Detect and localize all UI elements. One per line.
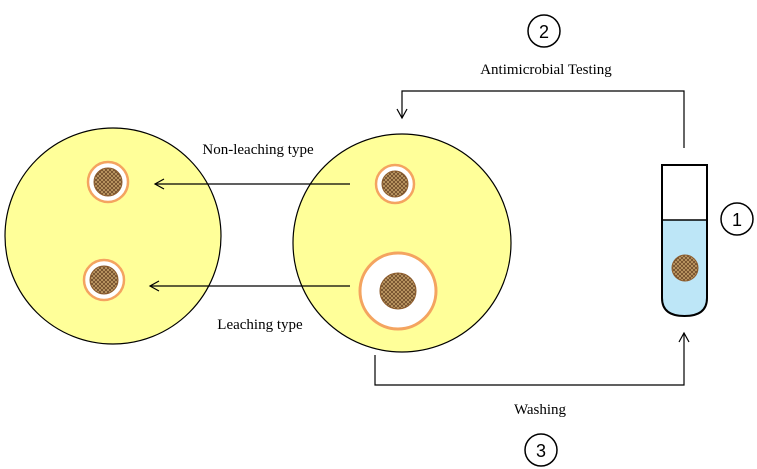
mesh-sample-icon — [93, 167, 123, 197]
label-washing: Washing — [514, 402, 567, 418]
test-tube-icon — [661, 164, 708, 318]
petri-dish-icon — [292, 133, 512, 353]
tube-outline — [661, 164, 708, 318]
sample-leaching-right — [358, 251, 438, 331]
mesh-sample-icon — [381, 170, 409, 198]
arrow-washing — [374, 331, 690, 386]
label-antimicrobial-testing: Antimicrobial Testing — [480, 62, 612, 78]
sample-non-leaching-right — [374, 163, 416, 205]
step-1-marker: 1 — [720, 202, 754, 236]
label-leaching: Leaching type — [217, 317, 303, 333]
sample-leaching-left — [82, 258, 126, 302]
step-1-number: 1 — [732, 210, 742, 230]
petri-dish-right — [292, 133, 512, 353]
step-3-number: 3 — [536, 441, 546, 461]
petri-dish-left — [4, 127, 222, 345]
mesh-sample-icon — [379, 272, 417, 310]
label-non-leaching: Non-leaching type — [202, 142, 314, 158]
step-2-number: 2 — [539, 22, 549, 42]
sample-non-leaching-left — [86, 160, 130, 204]
petri-dish-icon — [4, 127, 222, 345]
step-3-marker: 3 — [524, 433, 558, 467]
step-2-marker: 2 — [527, 14, 561, 48]
mesh-sample-icon — [89, 265, 119, 295]
arrow-antimicrobial-testing — [396, 90, 685, 148]
mesh-sample-icon — [671, 254, 699, 282]
